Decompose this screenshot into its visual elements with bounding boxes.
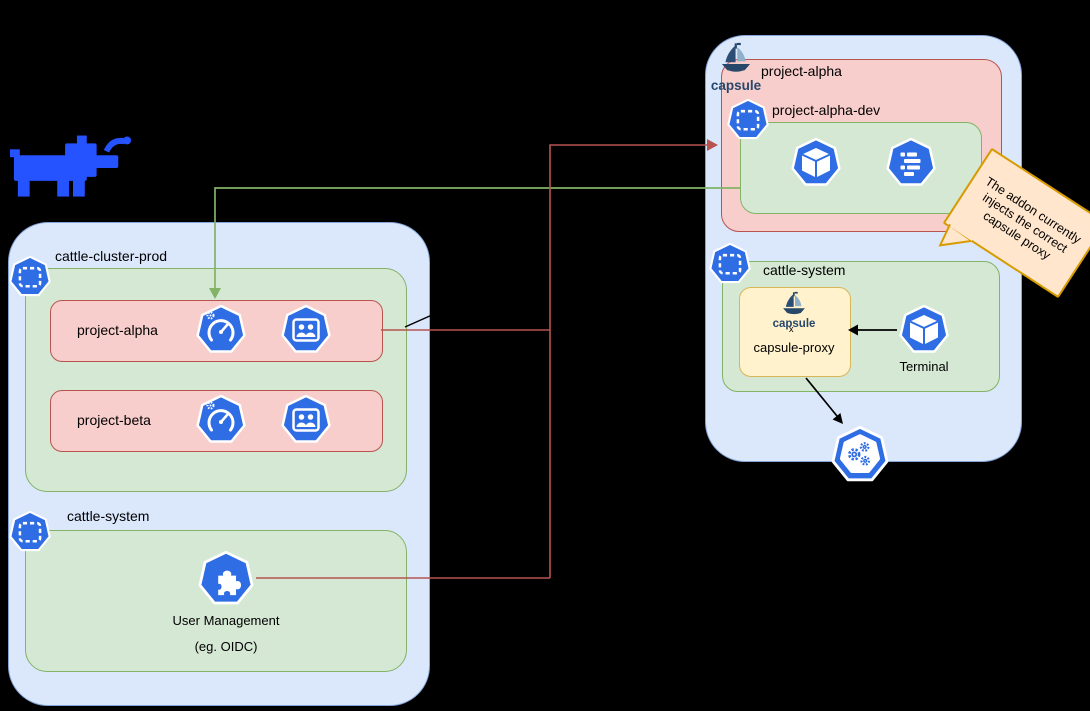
namespace-icon [727,98,769,142]
users-icon [281,304,331,356]
x-mark: x [789,324,794,334]
callout-bubble: The addon currently injects the correct … [938,147,1090,299]
kubernetes-gears-icon [831,425,889,485]
project-alpha-dev-box [740,122,982,214]
namespace-icon [9,510,51,554]
capsule-ship-icon [714,42,758,79]
user-management-subtitle: (eg. OIDC) [194,639,258,654]
namespace-icon [709,242,751,286]
pod-cube-icon [899,304,949,356]
namespace-icon [9,255,51,299]
quota-gauge-icon [196,304,246,356]
capsule-proxy-box [739,287,851,377]
project-beta-label: project-beta [77,412,151,428]
user-management-title: User Management [172,613,280,628]
quota-gauge-icon [196,394,246,446]
terminal-label: Terminal [899,359,949,374]
pod-cube-icon [791,137,841,189]
left-cattle-system-label: cattle-system [67,508,150,524]
proxy-capsule-logo-text: capsule [772,318,816,330]
left-cluster-label: cattle-cluster-prod [55,248,168,264]
users-icon [281,394,331,446]
capsule-logo-text: capsule [710,78,762,93]
capsule-proxy-label: capsule-proxy [753,340,835,355]
project-alpha-dev-label: project-alpha-dev [772,102,881,118]
rancher-cow-logo [8,133,136,205]
manifest-list-icon [886,137,936,189]
callout-tail [938,223,975,247]
project-alpha-label-left: project-alpha [77,322,158,338]
project-alpha-label-right: project-alpha [761,63,842,79]
capsule-ship-icon [777,291,811,320]
right-cattle-system-label: cattle-system [763,262,846,278]
puzzle-extension-icon [198,550,254,608]
